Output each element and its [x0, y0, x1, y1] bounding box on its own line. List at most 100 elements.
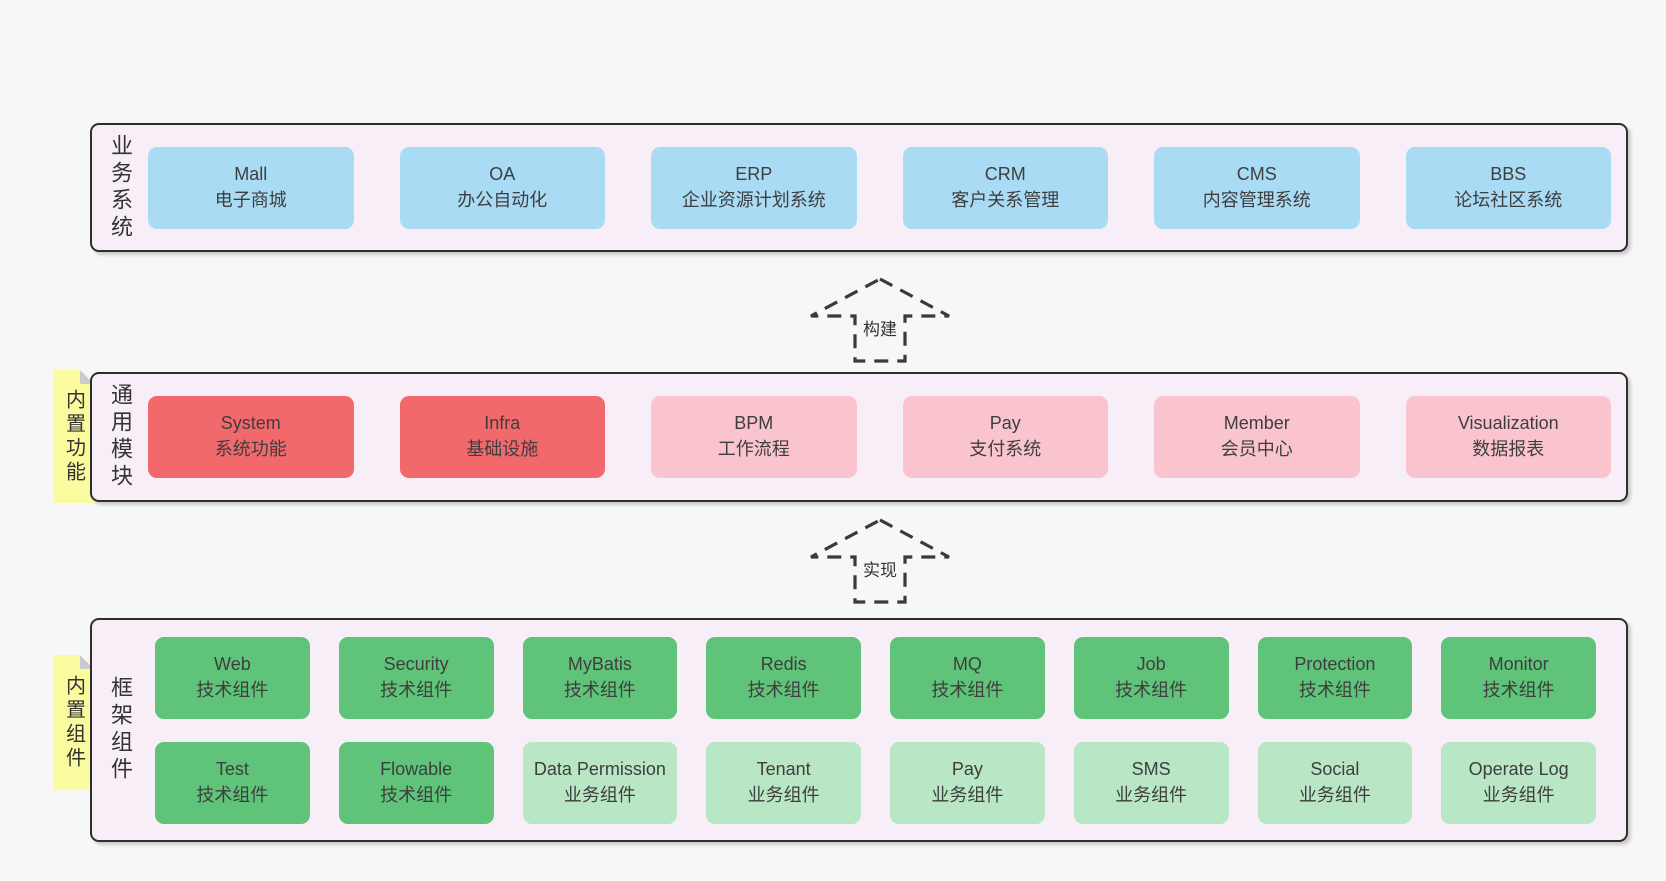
box-title: OA: [489, 163, 516, 184]
box-subtitle: 数据报表: [1472, 439, 1545, 459]
box-protection: Protection 技术组件: [1257, 636, 1413, 719]
up-arrow-icon: [810, 518, 950, 604]
box-title: BPM: [734, 413, 774, 434]
box-subtitle: 基础设施: [466, 439, 539, 459]
note-text: 内置功能: [62, 388, 85, 485]
band-label-framework: 框架组件: [108, 676, 133, 784]
box-title: Redis: [760, 653, 807, 674]
box-bpm: BPM 工作流程: [651, 396, 857, 478]
box-subtitle: 技术组件: [196, 679, 269, 700]
box-title: Monitor: [1488, 653, 1549, 674]
box-sms: SMS 业务组件: [1073, 741, 1229, 824]
box-title: Operate Log: [1468, 758, 1569, 779]
box-subtitle: 业务组件: [1482, 784, 1555, 805]
framework-row-1: Web 技术组件 Security 技术组件 MyBatis 技术组件 Redi…: [155, 636, 1596, 719]
box-oa: OA 办公自动化: [399, 146, 605, 229]
box-subtitle: 内容管理系统: [1202, 189, 1311, 210]
box-subtitle: 技术组件: [380, 784, 453, 805]
box-mybatis: MyBatis 技术组件: [522, 636, 678, 719]
band-business-systems: 业务系统 Mall 电子商城 OA 办公自动化 ERP 企业资源计划系统 CRM…: [90, 123, 1628, 252]
box-operate-log: Operate Log 业务组件: [1441, 741, 1596, 824]
box-cms: CMS 内容管理系统: [1154, 146, 1360, 229]
box-web: Web 技术组件: [155, 636, 310, 719]
band-label-modules: 通用模块: [108, 383, 133, 491]
box-title: Mall: [234, 163, 268, 184]
box-subtitle: 客户关系管理: [951, 189, 1060, 210]
box-redis: Redis 技术组件: [706, 636, 861, 719]
box-subtitle: 业务组件: [747, 784, 820, 805]
box-title: Member: [1223, 413, 1290, 434]
box-subtitle: 工作流程: [717, 439, 790, 459]
box-subtitle: 技术组件: [380, 679, 453, 700]
box-subtitle: 企业资源计划系统: [681, 189, 826, 210]
box-title: Protection: [1294, 653, 1376, 674]
box-social: Social 业务组件: [1257, 741, 1413, 824]
up-arrow-build: 构建: [808, 276, 952, 364]
box-title: Visualization: [1457, 413, 1559, 434]
arrow-build-label: 构建: [860, 315, 900, 340]
box-title: Pay: [951, 758, 983, 779]
box-system: System 系统功能: [148, 396, 354, 478]
box-subtitle: 技术组件: [563, 679, 636, 700]
box-flowable: Flowable 技术组件: [338, 741, 494, 824]
box-subtitle: 业务组件: [931, 784, 1004, 805]
box-subtitle: 技术组件: [1298, 679, 1371, 700]
box-bbs: BBS 论坛社区系统: [1405, 146, 1611, 229]
box-title: SMS: [1131, 758, 1171, 779]
note-text: 内置组件: [62, 674, 85, 771]
box-job: Job 技术组件: [1073, 636, 1229, 719]
box-title: Tenant: [756, 758, 811, 779]
business-box-row: Mall 电子商城 OA 办公自动化 ERP 企业资源计划系统 CRM 客户关系…: [148, 146, 1626, 229]
note-builtin-features: 内置功能: [54, 370, 94, 503]
box-mq: MQ 技术组件: [890, 636, 1045, 719]
box-subtitle: 业务组件: [563, 784, 636, 805]
box-subtitle: 技术组件: [931, 679, 1004, 700]
box-data-permission: Data Permission 业务组件: [522, 741, 678, 824]
box-title: Security: [383, 653, 449, 674]
box-subtitle: 技术组件: [1115, 679, 1188, 700]
box-pay: Pay 支付系统: [902, 396, 1108, 478]
up-arrow-implement: 实现: [808, 517, 952, 605]
box-title: Web: [214, 653, 251, 674]
box-infra: Infra 基础设施: [399, 396, 605, 478]
box-erp: ERP 企业资源计划系统: [651, 146, 857, 229]
box-member: Member 会员中心: [1154, 396, 1360, 478]
box-subtitle: 业务组件: [1115, 784, 1188, 805]
box-title: Infra: [484, 413, 521, 434]
box-subtitle: 技术组件: [747, 679, 820, 700]
box-subtitle: 业务组件: [1298, 784, 1371, 805]
framework-row-2: Test 技术组件 Flowable 技术组件 Data Permission …: [155, 741, 1596, 824]
box-title: System: [220, 413, 281, 434]
box-subtitle: 论坛社区系统: [1454, 189, 1563, 210]
box-title: Pay: [989, 413, 1021, 434]
box-subtitle: 技术组件: [1482, 679, 1555, 700]
box-subtitle: 办公自动化: [457, 189, 548, 210]
box-title: MyBatis: [567, 653, 632, 674]
box-title: Data Permission: [533, 758, 666, 779]
band-common-modules: 通用模块 System 系统功能 Infra 基础设施 BPM 工作流程 Pay…: [90, 372, 1628, 502]
band-label-business: 业务系统: [108, 133, 133, 242]
modules-box-row: System 系统功能 Infra 基础设施 BPM 工作流程 Pay 支付系统…: [148, 396, 1626, 478]
box-subtitle: 系统功能: [214, 439, 287, 459]
box-title: CMS: [1236, 163, 1277, 184]
box-crm: CRM 客户关系管理: [902, 146, 1108, 229]
up-arrow-icon: [810, 277, 950, 363]
box-subtitle: 电子商城: [214, 189, 287, 210]
box-security: Security 技术组件: [338, 636, 494, 719]
band-framework-components: 框架组件 Web 技术组件 Security 技术组件 MyBatis 技术组件…: [90, 618, 1628, 842]
box-title: ERP: [735, 163, 773, 184]
framework-rows: Web 技术组件 Security 技术组件 MyBatis 技术组件 Redi…: [148, 620, 1626, 840]
box-title: Job: [1136, 653, 1166, 674]
box-subtitle: 会员中心: [1220, 439, 1293, 459]
box-title: BBS: [1490, 163, 1527, 184]
note-builtin-components: 内置组件: [54, 655, 94, 790]
box-mall: Mall 电子商城: [148, 146, 354, 229]
arrow-implement-label: 实现: [860, 556, 900, 581]
box-tenant: Tenant 业务组件: [706, 741, 861, 824]
box-pay-business: Pay 业务组件: [890, 741, 1045, 824]
box-title: Test: [215, 758, 249, 779]
box-title: Flowable: [380, 758, 453, 779]
box-subtitle: 技术组件: [196, 784, 269, 805]
box-test: Test 技术组件: [155, 741, 310, 824]
